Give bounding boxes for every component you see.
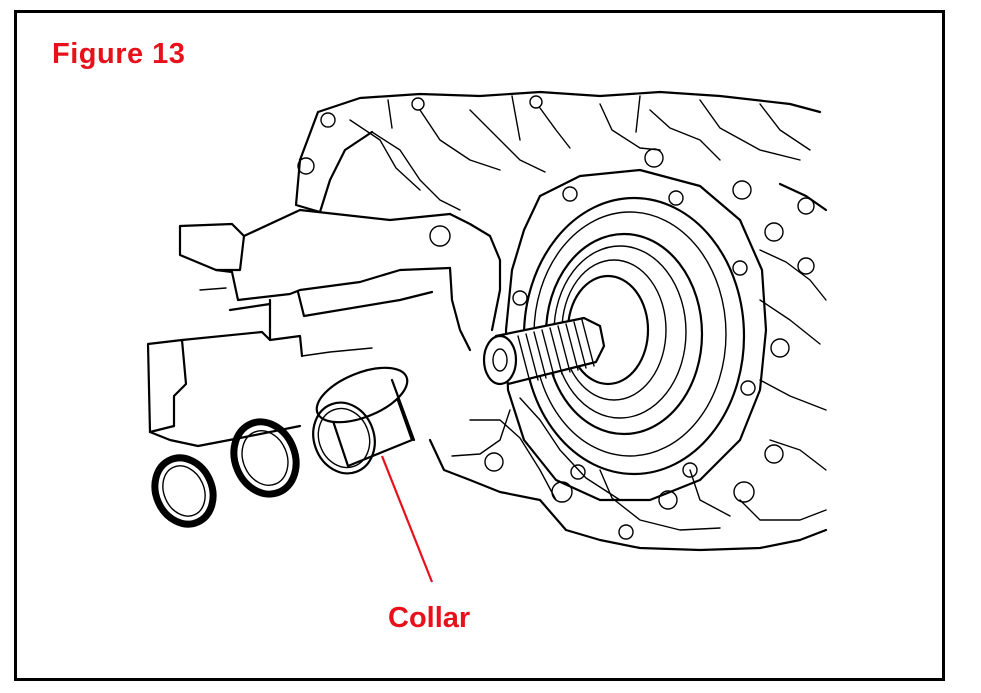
collar-leader-line: [380, 455, 434, 583]
collar-label: Collar: [388, 602, 471, 634]
output-shaft: [482, 316, 606, 386]
transmission-housing: [146, 90, 828, 552]
seal-ring-large: [230, 418, 300, 498]
seal-ring-small: [151, 454, 217, 528]
figure-frame: [14, 10, 945, 681]
figure-title: Figure 13: [52, 38, 186, 70]
collar: [312, 366, 416, 475]
